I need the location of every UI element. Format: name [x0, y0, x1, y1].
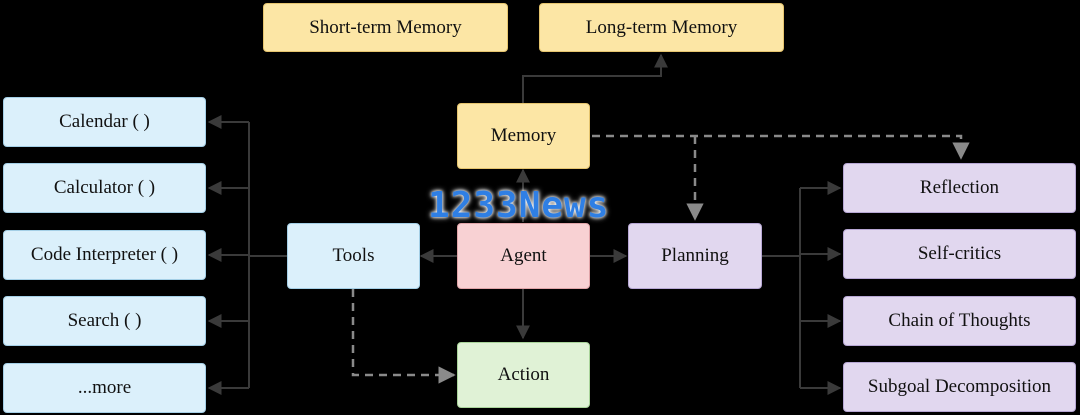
planning-self-critics-node: Self-critics [843, 229, 1076, 279]
memory-to-long-term-arrow [522, 53, 668, 103]
tool-calculator-node: Calculator ( ) [3, 163, 206, 213]
short-term-memory-node: Short-term Memory [263, 3, 508, 52]
watermark-logo: 1233News [428, 185, 610, 226]
tools-to-action-dashed-arrow [351, 289, 456, 384]
tool-more-node: ...more [3, 363, 206, 413]
long-term-memory-node: Long-term Memory [539, 3, 784, 52]
memory-node: Memory [457, 103, 590, 169]
planning-node: Planning [628, 223, 762, 289]
memory-to-reflection-dashed-arrow [592, 134, 970, 160]
planning-fanout-arrows [762, 181, 842, 395]
planning-chain-of-thoughts-node: Chain of Thoughts [843, 296, 1076, 346]
agent-node: Agent [457, 223, 590, 289]
tools-node: Tools [287, 223, 420, 289]
tool-search-node: Search ( ) [3, 296, 206, 346]
tools-fanout-arrows [207, 115, 287, 395]
action-node: Action [457, 342, 590, 408]
planning-reflection-node: Reflection [843, 163, 1076, 213]
planning-subgoal-decomposition-node: Subgoal Decomposition [843, 362, 1076, 412]
tool-calendar-node: Calendar ( ) [3, 97, 206, 147]
tool-code-interpreter-node: Code Interpreter ( ) [3, 230, 206, 280]
